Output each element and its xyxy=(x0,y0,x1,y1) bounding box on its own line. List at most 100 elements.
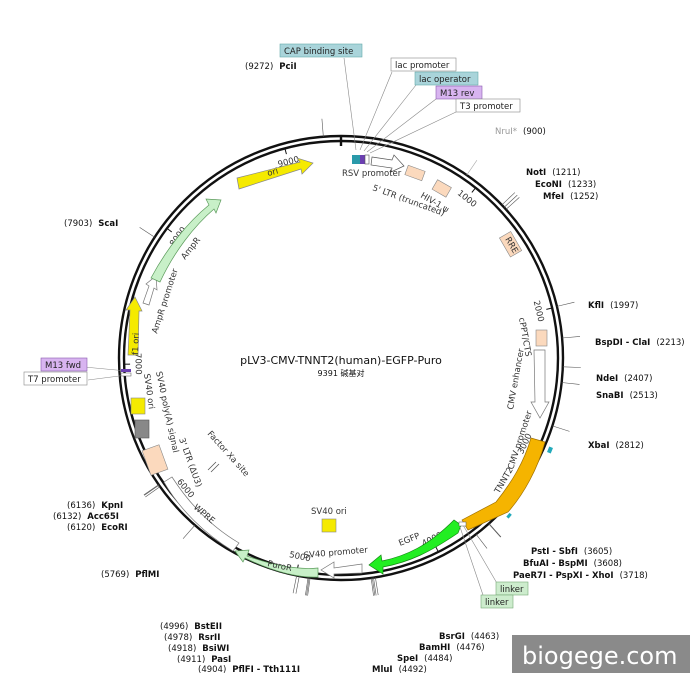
site-snabi: SnaBI(2513) xyxy=(596,391,658,401)
tick-mark xyxy=(471,187,476,193)
boxed-labels: CAP binding site lac promoter lac operat… xyxy=(23,43,529,609)
site-bamhi: BamHI(4476) xyxy=(419,643,485,653)
site-leader-line xyxy=(307,577,311,596)
site-nrui: NruI*(900) xyxy=(495,127,546,137)
site-leader-line xyxy=(562,336,581,339)
site-leader-line xyxy=(501,192,516,206)
site-leader-line xyxy=(139,227,155,238)
site-pflmi: (5769)PflMI xyxy=(101,570,159,580)
site-bspdi: BspDI - ClaI(2213) xyxy=(595,338,685,348)
label-lac-promoter: lac promoter xyxy=(359,57,457,151)
site-econi: EcoNI(1233) xyxy=(535,180,596,190)
feature-rsv-promoter: RSV promoter xyxy=(342,154,405,179)
label-t7-promoter: T7 promoter xyxy=(23,371,132,386)
label-linker-1-text: linker xyxy=(500,585,524,595)
feature-label-ori: ori xyxy=(266,167,279,179)
site-leader-line xyxy=(144,484,160,496)
site-leader-line xyxy=(182,524,196,539)
site-mlui: MluI(4492) xyxy=(372,665,427,675)
plasmid-name: pLV3-CMV-TNNT2(human)-EGFP-Puro xyxy=(240,354,442,367)
tick-label: 5000 xyxy=(288,550,311,564)
feature-tnnt2: TNNT2 xyxy=(461,437,546,531)
site-leader-line xyxy=(375,577,379,596)
tick-label: 1000 xyxy=(455,189,478,210)
site-leader-line xyxy=(295,575,300,594)
label-linker-1: linker xyxy=(462,524,529,596)
feature-sv40-ori-inner: SV40 ori xyxy=(311,507,347,533)
center-label: pLV3-CMV-TNNT2(human)-EGFP-Puro 9391 碱基对 xyxy=(240,354,442,378)
site-leader-line xyxy=(372,577,376,596)
site-mfei: MfeI(1252) xyxy=(543,192,598,202)
site-leader-line xyxy=(292,575,297,594)
site-leader-line xyxy=(552,425,570,432)
site-leader-line xyxy=(488,523,501,538)
site-bsiwi: (4918)BsiWI xyxy=(168,644,229,654)
site-leader-line xyxy=(370,577,374,596)
feature-sv40-ori-left: SV40 ori xyxy=(130,373,156,415)
site-psti: PstI - SbfI(3605) xyxy=(531,547,612,557)
site-leader-line xyxy=(556,301,575,307)
site-leader-line xyxy=(321,118,324,137)
plasmid-size: 9391 碱基对 xyxy=(318,368,365,378)
site-ndei: NdeI(2407) xyxy=(596,374,652,384)
feature-ori: ori xyxy=(236,157,314,190)
label-lac-operator-text: lac operator xyxy=(419,75,471,85)
site-leader-line xyxy=(503,194,518,208)
label-linker-2: linker xyxy=(458,521,514,609)
tick-label: 2000 xyxy=(531,300,546,323)
label-m13-rev: M13 rev xyxy=(366,85,483,153)
label-cap-binding-site: CAP binding site xyxy=(279,43,363,151)
site-pcii: (9272)PciI xyxy=(245,62,297,72)
site-leader-line xyxy=(475,534,488,549)
site-bsteii: (4996)BstEII xyxy=(160,622,222,632)
site-ecori: (6120)EcoRI xyxy=(67,523,128,533)
label-m13-fwd-text: M13 fwd xyxy=(45,361,81,371)
feature-ampr: AmpR xyxy=(150,198,222,283)
site-pflfi: (4904)PflFI - Tth111I xyxy=(198,665,300,675)
tick-mark xyxy=(435,546,439,553)
label-t3-promoter-text: T3 promoter xyxy=(459,102,513,112)
feature-rre: RRE xyxy=(499,231,523,258)
feature-label-sv40-promoter: SV40 promoter xyxy=(303,545,368,561)
site-leader-lines xyxy=(139,118,581,596)
site-leader-line xyxy=(466,160,478,176)
site-rsrii: (4978)RsrII xyxy=(164,633,220,643)
feature-label-sv40-ori-left: SV40 ori xyxy=(141,373,156,410)
label-m13-fwd: M13 fwd xyxy=(40,357,131,372)
site-leader-line xyxy=(305,577,309,596)
feature-label-sv40-polya: SV40 poly(A) signal xyxy=(153,371,180,454)
label-lac-operator: lac operator xyxy=(363,71,479,152)
site-xbai: XbaI(2812) xyxy=(588,441,644,451)
site-kfli: KflI(1997) xyxy=(588,301,638,311)
site-pasi: (4911)PasI xyxy=(177,655,231,665)
feature-top-cluster xyxy=(352,154,370,165)
feature-label-egfp: EGFP xyxy=(397,531,421,549)
site-scai: (7903)ScaI xyxy=(64,219,118,229)
label-t7-promoter-text: T7 promoter xyxy=(27,375,81,385)
site-paer7i: PaeR7I - PspXI - XhoI(3718) xyxy=(513,571,648,581)
restriction-sites: (9272)PciI NruI*(900) NotI(1211) EcoNI(1… xyxy=(53,62,685,675)
watermark-text: biogege.com xyxy=(522,642,677,670)
site-acc65i: (6132)Acc65I xyxy=(53,512,119,522)
feature-label-rsv-promoter: RSV promoter xyxy=(342,169,402,179)
site-noti: NotI(1211) xyxy=(526,168,580,178)
tick-mark xyxy=(284,148,287,155)
site-spei: SpeI(4484) xyxy=(397,654,452,664)
site-leader-line xyxy=(306,577,310,596)
tick-mark xyxy=(166,227,173,233)
site-leader-line xyxy=(145,486,161,498)
site-leader-line xyxy=(143,484,159,496)
tick-label: 7000 xyxy=(132,353,143,375)
label-lac-promoter-text: lac promoter xyxy=(395,61,450,71)
feature-label-cmv-enhancer: CMV enhancer xyxy=(506,347,527,410)
label-cap-text: CAP binding site xyxy=(284,47,353,57)
site-kpni: (6136)KpnI xyxy=(67,501,123,511)
site-leader-line xyxy=(373,577,377,596)
backbone xyxy=(117,134,565,582)
feature-factor-xa: Factor Xa site xyxy=(205,429,251,479)
feature-wpre: WPRE xyxy=(163,476,240,552)
label-m13-rev-text: M13 rev xyxy=(440,89,474,99)
site-leader-line xyxy=(562,366,581,368)
feature-f1-ori: f1 ori xyxy=(125,296,143,356)
